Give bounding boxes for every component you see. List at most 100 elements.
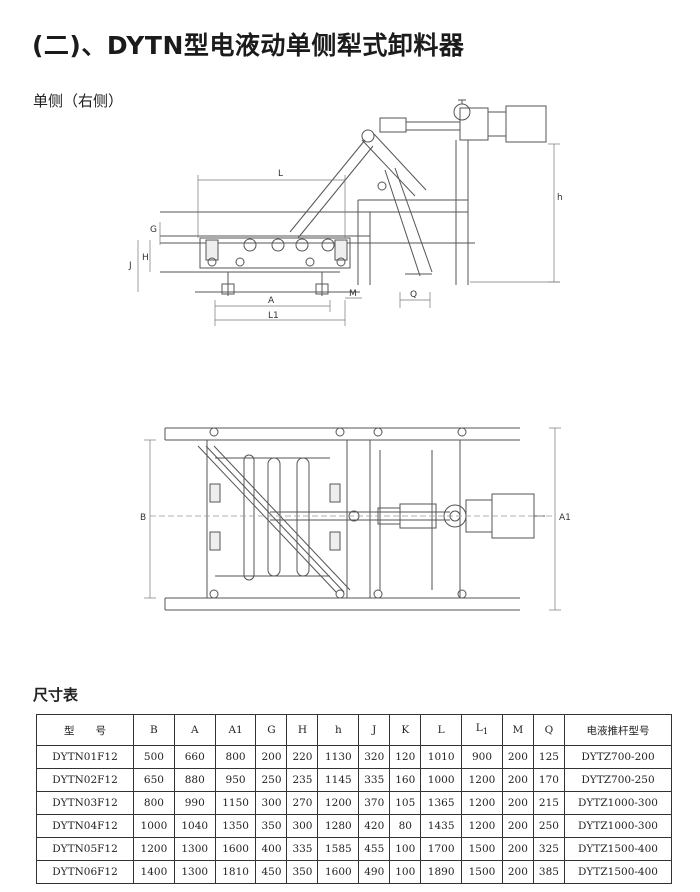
col-header-a: A [173,714,216,746]
col-header-j: J [358,714,391,746]
table-cell: DYTN01F12 [36,745,134,769]
table-cell: 1145 [317,768,360,792]
dimension-table-title: 尺寸表 [33,686,79,704]
table-cell: 660 [173,745,216,769]
dim-label-l: L [278,169,283,179]
table-cell: DYTZ700-200 [564,745,672,769]
table-cell: 335 [358,768,391,792]
table-header-row: 型 号 B A A1 G H h J K L L1 M Q 电液推杆型号 [36,714,672,746]
table-cell: 200 [501,860,534,884]
table-cell: DYTN02F12 [36,768,134,792]
table-cell: 250 [532,814,566,838]
dimension-table: 型 号 B A A1 G H h J K L L1 M Q 电液推杆型号 DYT… [36,714,672,884]
dim-label-h: H [142,253,149,263]
table-cell: 325 [532,837,566,861]
table-cell: 1400 [133,860,175,884]
table-cell: 1200 [461,814,503,838]
table-cell: 990 [173,791,216,815]
table-cell: 300 [286,814,319,838]
table-cell: 320 [358,745,391,769]
table-cell: 1810 [214,860,257,884]
dim-label-l1: L1 [268,311,279,321]
table-cell: 220 [286,745,319,769]
table-cell: 1010 [420,745,463,769]
table-cell: 1500 [461,837,503,861]
table-cell: 350 [286,860,319,884]
table-cell: 500 [133,745,175,769]
table-cell: 1040 [173,814,216,838]
dim-label-q: Q [410,290,417,300]
table-cell: 120 [389,745,422,769]
table-cell: 1150 [214,791,257,815]
col-header-m: M [501,714,534,746]
col-header-h: H [286,714,319,746]
dim-label-g: G [150,225,157,235]
table-cell: 900 [461,745,503,769]
table-cell: DYTZ700-250 [564,768,672,792]
table-cell: DYTN04F12 [36,814,134,838]
table-cell: 1435 [420,814,463,838]
table-cell: 215 [532,791,566,815]
top-view [144,427,561,611]
table-cell: 350 [255,814,288,838]
col-header-l: L [420,714,463,746]
table-cell: 235 [286,768,319,792]
table-cell: 800 [133,791,175,815]
table-cell: 420 [358,814,391,838]
table-cell: 1585 [317,837,360,861]
table-cell: 200 [501,745,534,769]
table-cell: 880 [173,768,216,792]
table-cell: 455 [358,837,391,861]
table-cell: 200 [501,837,534,861]
table-cell: 385 [532,860,566,884]
table-cell: 490 [358,860,391,884]
table-cell: 1000 [133,814,175,838]
table-cell: DYTZ1500-400 [564,837,672,861]
col-header-model: 型 号 [36,714,134,746]
technical-drawing: L G H J A L1 M Q h B A1 [128,99,571,611]
col-header-pusher-model: 电液推杆型号 [564,714,672,746]
col-header-k: K [389,714,422,746]
table-cell: 1200 [461,768,503,792]
table-cell: 1365 [420,791,463,815]
table-cell: 1130 [317,745,360,769]
table-cell: 950 [214,768,257,792]
table-cell: 100 [389,837,422,861]
col-header-q: Q [532,714,566,746]
table-cell: 1300 [173,860,216,884]
table-cell: 200 [501,814,534,838]
table-cell: 200 [501,791,534,815]
table-cell: DYTN06F12 [36,860,134,884]
col-header-l1: L1 [461,714,503,746]
dim-label-h-height: h [557,193,563,203]
table-cell: 200 [255,745,288,769]
table-cell: 1500 [461,860,503,884]
table-cell: 1200 [461,791,503,815]
table-cell: 335 [286,837,319,861]
table-cell: 1350 [214,814,257,838]
table-cell: 250 [255,768,288,792]
col-header-l1-subscript: 1 [482,727,489,738]
table-cell: 800 [214,745,257,769]
view-subtitle: 单侧（右侧） [33,92,124,110]
table-cell: 1280 [317,814,360,838]
table-cell: 105 [389,791,422,815]
col-header-l1-letter: L [475,722,483,735]
table-cell: 450 [255,860,288,884]
table-cell: DYTZ1500-400 [564,860,672,884]
table-cell: 370 [358,791,391,815]
table-cell: 80 [389,814,422,838]
dim-label-j: J [128,261,132,271]
col-header-g: G [255,714,288,746]
table-cell: 270 [286,791,319,815]
table-cell: DYTN03F12 [36,791,134,815]
table-cell: 1200 [133,837,175,861]
table-cell: DYTN05F12 [36,837,134,861]
table-cell: 300 [255,791,288,815]
col-header-a1: A1 [214,714,257,746]
table-cell: 100 [389,860,422,884]
table-cell: 200 [501,768,534,792]
